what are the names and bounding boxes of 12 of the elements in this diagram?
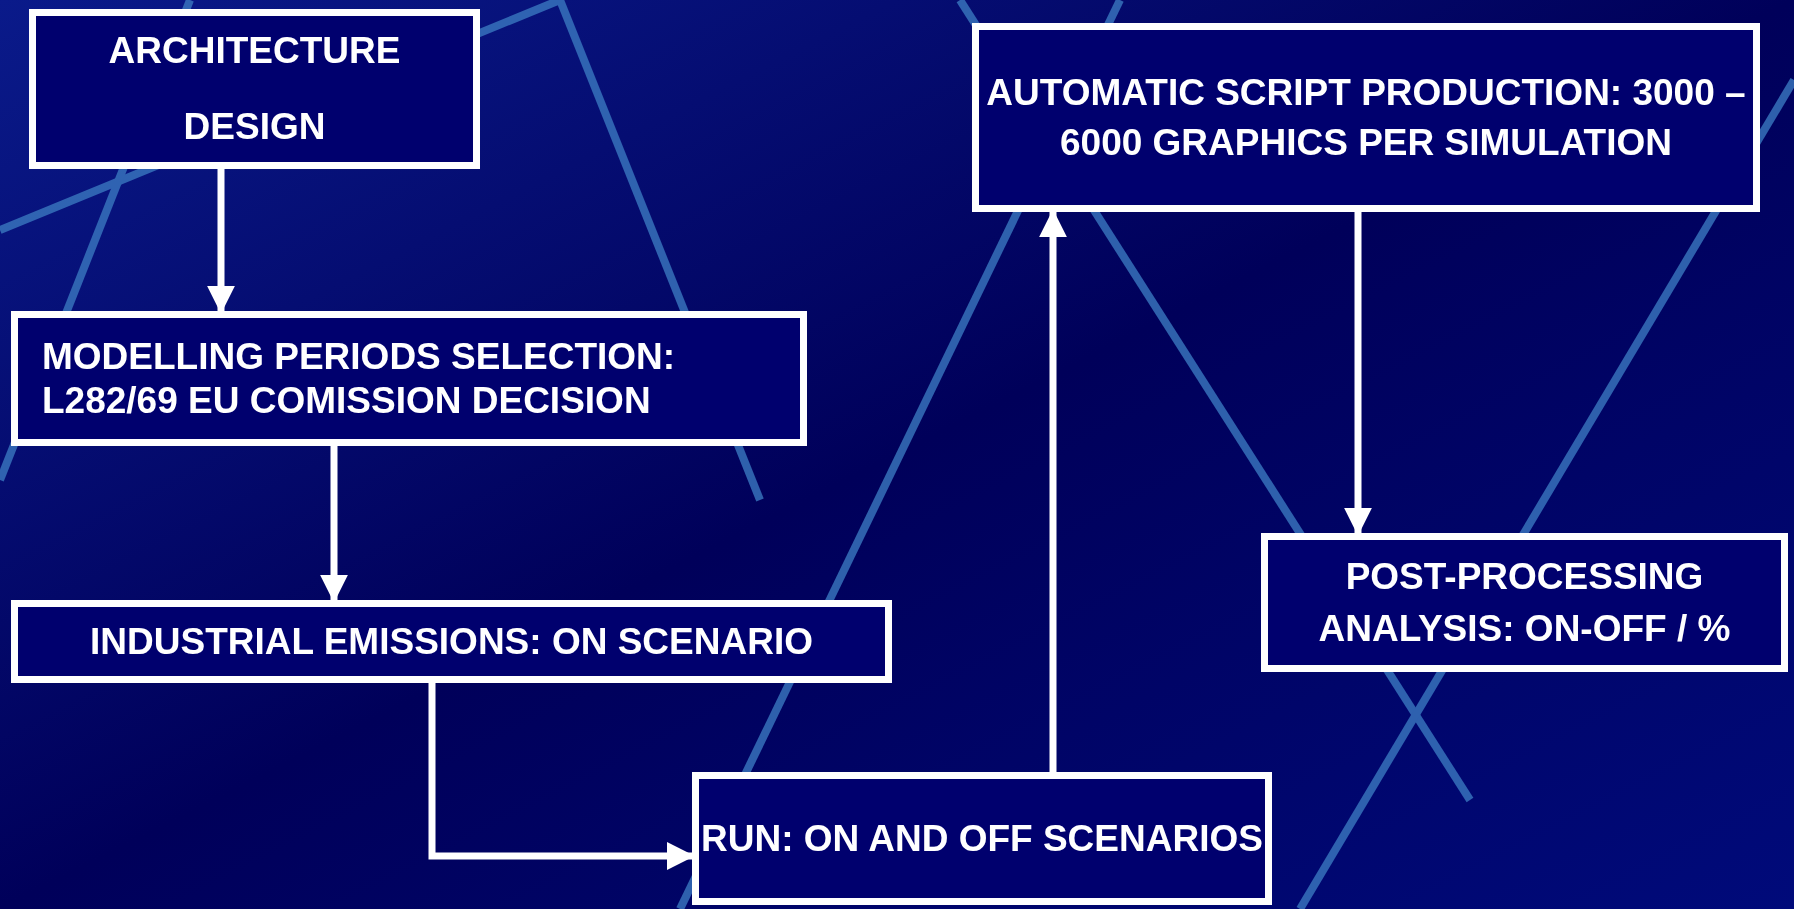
box-label: ARCHITECTURE DESIGN: [107, 29, 402, 149]
box-label: AUTOMATIC SCRIPT PRODUCTION: 3000 – 6000 GRAPHICS PER SIMULATION: [985, 70, 1747, 165]
box-label: INDUSTRIAL EMISSIONS: ON SCENARIO: [89, 619, 814, 664]
process-box: [1261, 533, 1788, 672]
box-label: MODELLING PERIODS SELECTION: L282/69 EU COMISSION DECISION: [41, 334, 677, 423]
process-box: [692, 772, 1272, 905]
process-box: [11, 311, 807, 446]
process-box: [29, 9, 480, 169]
box-label: POST-PROCESSING ANALYSIS: ON-OFF / %: [1317, 554, 1732, 651]
box-label: RUN: ON AND OFF SCENARIOS: [701, 816, 1263, 861]
process-box: [11, 600, 892, 683]
process-box: [972, 23, 1760, 212]
